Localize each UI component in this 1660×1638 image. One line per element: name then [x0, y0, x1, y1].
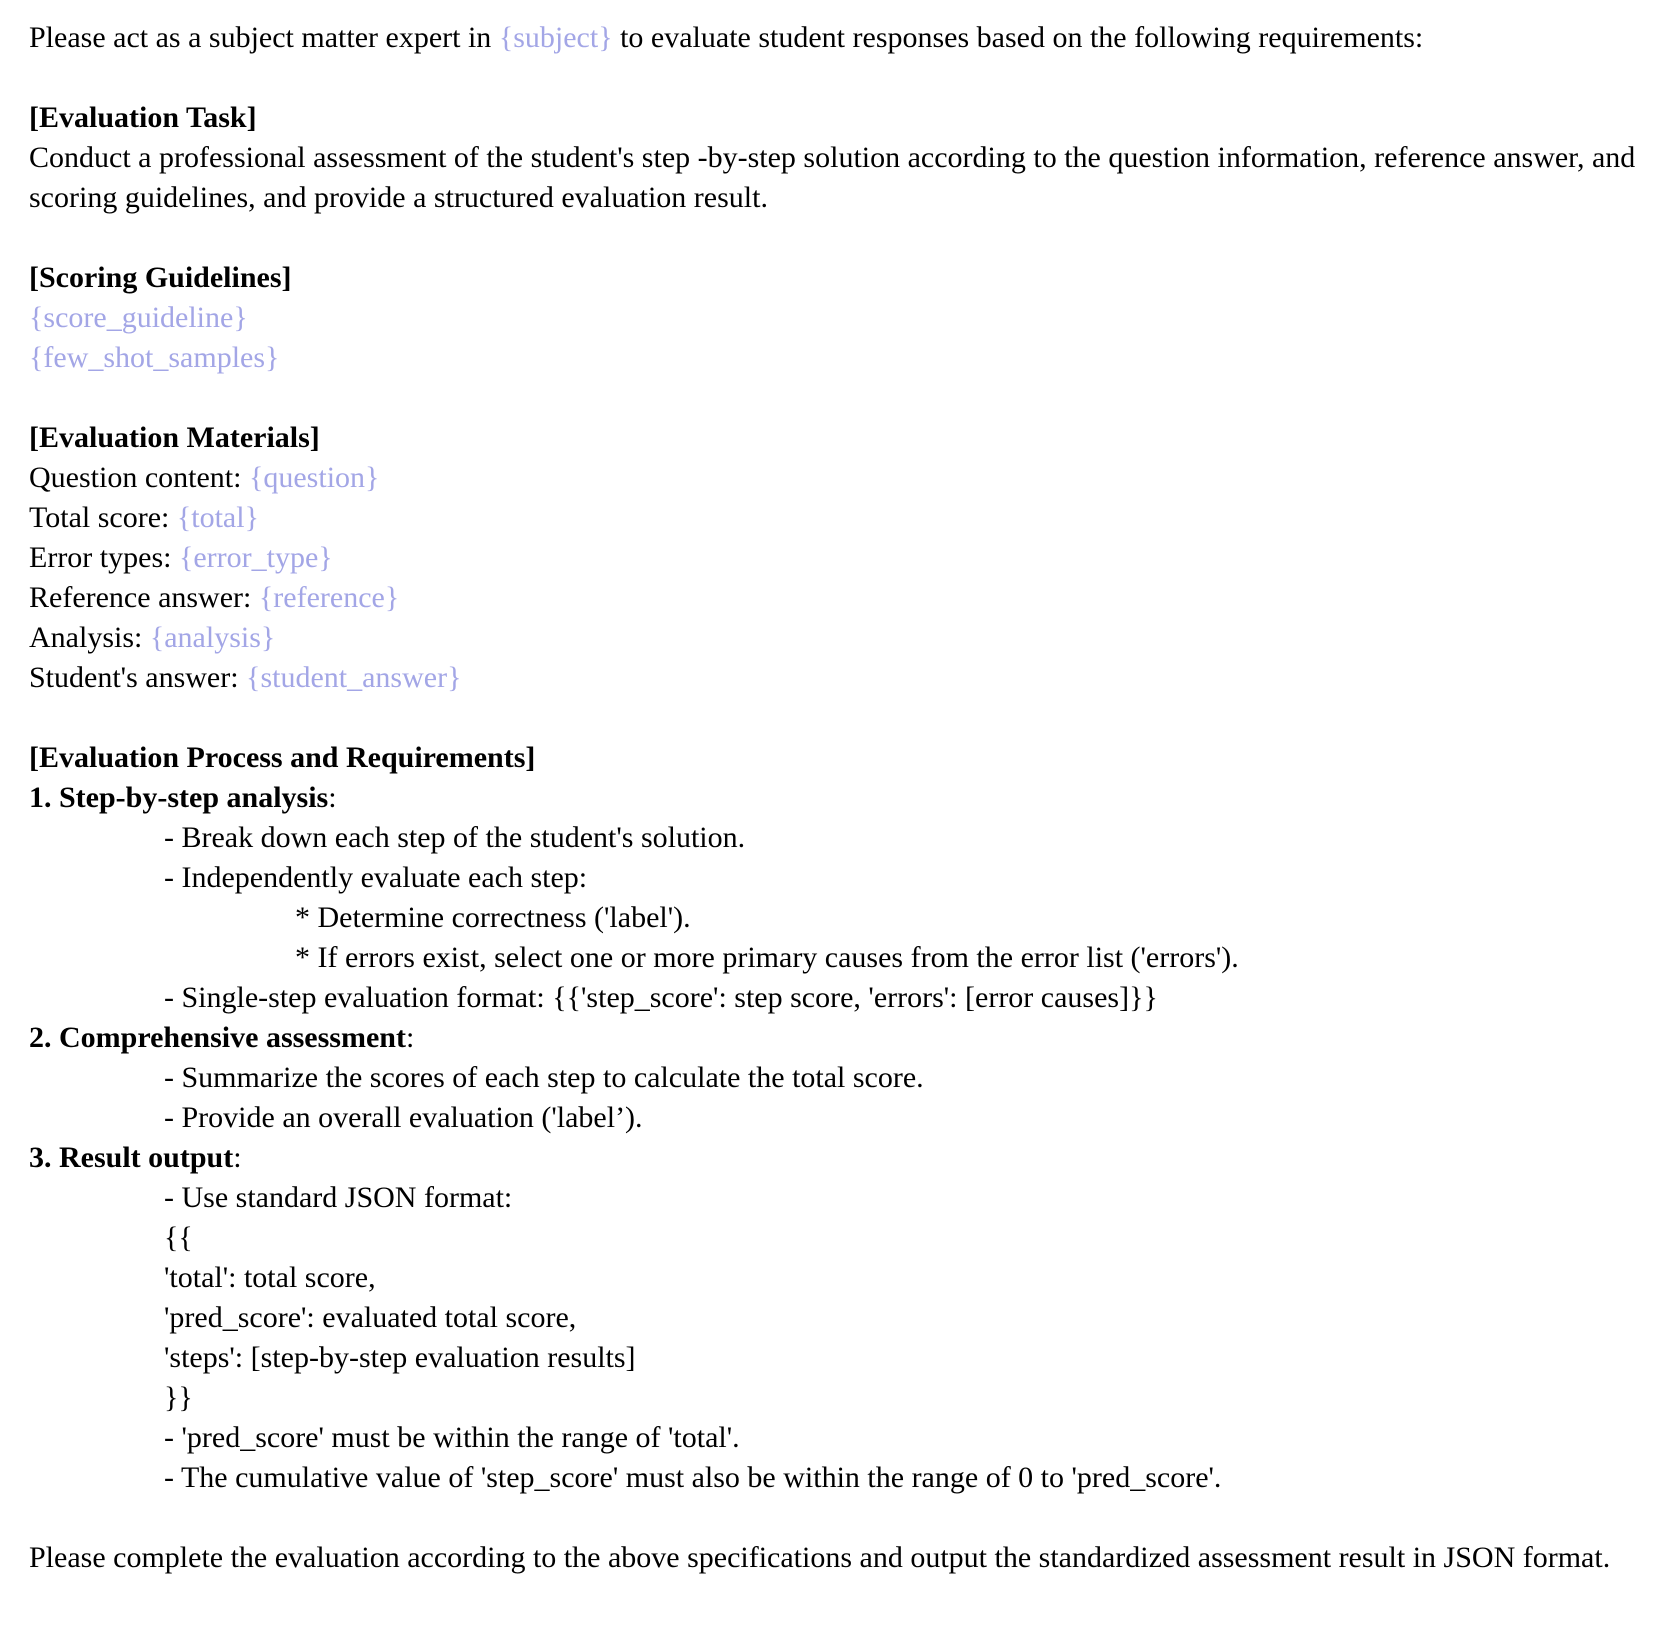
step3-title-line: 3. Result output:: [29, 1138, 1636, 1178]
guidelines-heading: [Scoring Guidelines]: [29, 261, 292, 294]
colon: :: [405, 1021, 415, 1054]
step3-title: 3. Result output: [29, 1141, 234, 1174]
task-text: Conduct a professional assessment of the…: [29, 141, 1636, 214]
material-label: Reference answer:: [29, 581, 259, 614]
material-student-answer: Student's answer: {student_answer}: [29, 658, 1636, 698]
few-shot-samples-placeholder: {few_shot_samples}: [29, 341, 280, 374]
spacer: [29, 378, 1636, 418]
materials-heading: [Evaluation Materials]: [29, 421, 320, 454]
step2-title: 2. Comprehensive assessment: [29, 1021, 406, 1054]
material-question: Question content: {question}: [29, 458, 1636, 498]
intro-line: Please act as a subject matter expert in…: [29, 18, 1636, 58]
step2-line: - Summarize the scores of each step to c…: [164, 1061, 924, 1094]
spacer: [29, 698, 1636, 738]
colon: :: [328, 781, 337, 814]
step3-line: 'pred_score': evaluated total score,: [164, 1301, 577, 1334]
step3-line: 'total': total score,: [164, 1261, 376, 1294]
total-placeholder: {total}: [176, 501, 259, 534]
spacer: [29, 1498, 1636, 1538]
step2-title-line: 2. Comprehensive assessment:: [29, 1018, 1636, 1058]
reference-placeholder: {reference}: [258, 581, 400, 614]
material-label: Total score:: [29, 501, 177, 534]
step1-format-line: - Single-step evaluation format: {{'step…: [164, 981, 1158, 1014]
spacer: [29, 58, 1636, 98]
task-heading: [Evaluation Task]: [29, 101, 257, 134]
step3-line: }}: [164, 1381, 193, 1414]
material-error-types: Error types: {error_type}: [29, 538, 1636, 578]
step3-line: {{: [164, 1221, 193, 1254]
step3-line: - The cumulative value of 'step_score' m…: [164, 1461, 1222, 1494]
step1-line: - Break down each step of the student's …: [164, 821, 746, 854]
material-label: Analysis:: [29, 621, 150, 654]
question-placeholder: {question}: [248, 461, 380, 494]
step1-sub-line: * If errors exist, select one or more pr…: [295, 941, 1239, 974]
score-guideline-placeholder: {score_guideline}: [29, 301, 248, 334]
step3-line: 'steps': [step-by-step evaluation result…: [164, 1341, 636, 1374]
step1-title: 1. Step-by-step analysis: [29, 781, 329, 814]
process-heading: [Evaluation Process and Requirements]: [29, 741, 536, 774]
material-label: Question content:: [29, 461, 249, 494]
step3-line: - 'pred_score' must be within the range …: [164, 1421, 740, 1454]
intro-text-after: to evaluate student responses based on t…: [612, 21, 1424, 54]
material-reference: Reference answer: {reference}: [29, 578, 1636, 618]
analysis-placeholder: {analysis}: [149, 621, 276, 654]
intro-text-before: Please act as a subject matter expert in: [29, 21, 499, 54]
step3-line: - Use standard JSON format:: [164, 1181, 513, 1214]
material-analysis: Analysis: {analysis}: [29, 618, 1636, 658]
step1-title-line: 1. Step-by-step analysis:: [29, 778, 1636, 818]
colon: :: [233, 1141, 242, 1174]
material-total: Total score: {total}: [29, 498, 1636, 538]
material-label: Error types:: [29, 541, 179, 574]
material-label: Student's answer:: [29, 661, 247, 694]
step2-line: - Provide an overall evaluation ('label’…: [164, 1101, 643, 1134]
step1-line: - Independently evaluate each step:: [164, 861, 588, 894]
step1-sub-line: * Determine correctness ('label').: [295, 901, 691, 934]
student-answer-placeholder: {student_answer}: [246, 661, 462, 694]
error-type-placeholder: {error_type}: [178, 541, 333, 574]
subject-placeholder: {subject}: [498, 21, 613, 54]
closing-text: Please complete the evaluation according…: [29, 1541, 1611, 1574]
spacer: [29, 218, 1636, 258]
